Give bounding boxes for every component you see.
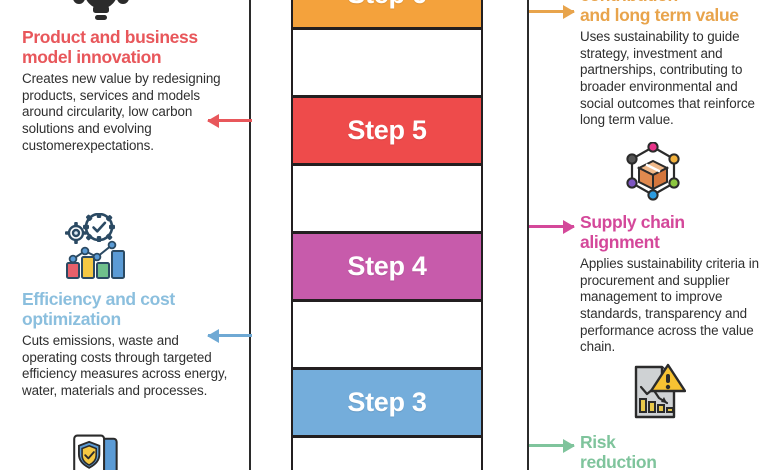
step-bar-step4[interactable]: Step 4 — [291, 232, 483, 302]
gears-chart-icon — [60, 212, 132, 286]
step-gap-5-6 — [291, 28, 483, 98]
panel-efficiency-cost: Efficiency and cost optimization Cuts em… — [22, 289, 228, 400]
panel-supply-chain: Supply chain alignment Applies sustainab… — [580, 212, 762, 356]
panel-title: contribution and long term value — [580, 0, 762, 25]
panel-body: Creates new value by redesigning product… — [22, 71, 221, 153]
arrow-shaft — [208, 119, 252, 122]
lightbulb-icon — [58, 0, 144, 39]
panel-product-innovation: Product and business model innovation Cr… — [22, 27, 228, 154]
step-bar-step5[interactable]: Step 5 — [291, 96, 483, 166]
step-label: Step 6 — [347, 0, 427, 8]
arrow-head — [207, 113, 219, 128]
step-gap-2-3 — [291, 436, 483, 470]
package-network-icon — [622, 141, 684, 209]
panel-title: Product and business model innovation — [22, 27, 198, 67]
panel-title: Supply chain alignment — [580, 212, 685, 252]
panel-body: Uses sustainability to guide strategy, i… — [580, 29, 755, 128]
connector-arrow-risk-reduction — [529, 438, 575, 453]
arrow-shaft — [208, 334, 252, 337]
panel-title-line-visible: and long term value — [580, 4, 739, 25]
shield-check-icon — [62, 434, 132, 470]
arrow-head — [563, 438, 575, 453]
step-ladder: Step 6 Step 5 Step 4 Step 3 Step 2 — [291, 0, 483, 470]
panel-title-line-1: Risk — [580, 432, 616, 452]
step-label: Step 4 — [347, 251, 427, 281]
panel-title-line-clipped: contribution — [580, 0, 678, 5]
panel-strategic-contribution: contribution and long term value Uses su… — [580, 0, 762, 129]
step-gap-4-5 — [291, 164, 483, 234]
panel-body: Applies sustainability criteria in procu… — [580, 256, 759, 355]
step-bar-step3[interactable]: Step 3 — [291, 368, 483, 438]
arrow-shaft — [529, 444, 574, 447]
panel-title: Efficiency and cost optimization — [22, 289, 175, 329]
step-label: Step 3 — [347, 387, 427, 417]
step-bar-step6[interactable]: Step 6 — [291, 0, 483, 30]
divider-right — [527, 0, 529, 470]
panel-title-line-2: reduction — [580, 451, 657, 470]
step-label: Step 5 — [347, 115, 427, 145]
connector-arrow-efficiency — [207, 328, 252, 343]
arrow-head — [563, 4, 575, 19]
divider-left — [249, 0, 251, 470]
arrow-shaft — [529, 225, 574, 228]
step-gap-3-4 — [291, 300, 483, 370]
connector-arrow-strategic-contribution — [529, 4, 575, 19]
panel-risk-reduction: Risk reduction — [580, 432, 762, 470]
arrow-shaft — [529, 10, 574, 13]
panel-body: Cuts emissions, waste and operating cost… — [22, 333, 228, 399]
risk-report-icon — [628, 363, 687, 426]
connector-arrow-product-innovation — [207, 113, 252, 128]
arrow-head — [563, 219, 575, 234]
connector-arrow-supply-chain — [529, 219, 575, 234]
panel-title: Risk reduction — [580, 432, 762, 470]
arrow-head — [207, 328, 219, 343]
